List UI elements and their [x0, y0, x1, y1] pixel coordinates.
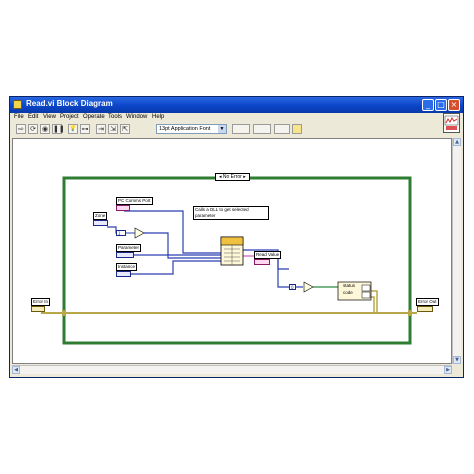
pc-comms-port-label: PC Comms Port [116, 197, 153, 205]
pause-icon[interactable]: ❚❚ [52, 124, 65, 134]
chevron-down-icon: ▼ [218, 125, 226, 133]
status-label: status [343, 283, 356, 288]
menu-edit[interactable]: Edit [28, 114, 39, 120]
zone-control[interactable] [93, 220, 108, 226]
constant-zero[interactable]: 0 [289, 284, 296, 290]
read-value-indicator[interactable] [254, 259, 270, 265]
menu-window[interactable]: Window [126, 114, 148, 120]
minimize-button[interactable]: _ [422, 99, 434, 111]
dll-comment: Calls a DLL to get selected parameter [193, 206, 269, 220]
abort-icon[interactable]: ◉ [40, 124, 50, 134]
menu-help[interactable]: Help [152, 114, 165, 120]
run-continuously-icon[interactable]: ⟳ [28, 124, 38, 134]
case-selector-next-icon[interactable]: ▸ [243, 174, 246, 180]
distribute-objects-icon[interactable] [253, 124, 271, 134]
font-select-value: 13pt Application Font [159, 126, 211, 132]
maximize-button[interactable]: □ [435, 99, 447, 111]
title-bar[interactable]: Read.vi Block Diagram _ □ × [10, 97, 463, 113]
read-value-label: Read Value [254, 251, 282, 259]
step-out-icon[interactable]: ⇱ [120, 124, 130, 134]
reorder-icon[interactable] [274, 124, 290, 134]
font-select[interactable]: 13pt Application Font ▼ [156, 124, 227, 134]
error-out-label: Error Out [416, 298, 439, 306]
vertical-scrollbar[interactable]: ▲ ▼ [452, 138, 461, 364]
parameter-label: Parameter [116, 244, 142, 252]
error-in-control[interactable] [31, 306, 45, 312]
case-selector-value: No Error [222, 174, 242, 180]
scroll-left-icon[interactable]: ◀ [12, 366, 20, 374]
run-arrow-icon[interactable]: ⇨ [16, 124, 26, 134]
case-selector-prev-icon[interactable]: ◂ [219, 174, 222, 180]
instance-control[interactable] [116, 271, 131, 277]
instance-label: Instance [116, 263, 138, 271]
code-label: code [343, 290, 353, 295]
menu-file[interactable]: File [14, 114, 24, 120]
close-button[interactable]: × [448, 99, 460, 111]
highlight-execution-icon[interactable]: 💡 [68, 124, 78, 134]
clean-up-diagram-icon[interactable] [292, 124, 302, 134]
vi-connector-icon[interactable] [443, 113, 460, 133]
scroll-right-icon[interactable]: ▶ [444, 366, 452, 374]
horizontal-scrollbar[interactable]: ◀ ▶ [12, 365, 452, 374]
toolbar: ⇨ ⟳ ◉ ❚❚ 💡 ⊶ ⇥ ⇲ ⇱ 13pt Application Font… [10, 113, 463, 136]
parameter-control[interactable] [116, 252, 134, 258]
error-out-indicator[interactable] [417, 306, 433, 312]
diagram-canvas[interactable]: ◂ No Error ▸ PC Comms Port Zone 1 Parame… [12, 138, 452, 364]
window-title: Read.vi Block Diagram [26, 99, 113, 108]
constant-one[interactable]: 1 [116, 230, 126, 236]
vi-icon [13, 100, 22, 109]
scroll-up-icon[interactable]: ▲ [453, 138, 461, 146]
scroll-down-icon[interactable]: ▼ [453, 356, 461, 364]
align-objects-icon[interactable] [232, 124, 250, 134]
pc-comms-port-control[interactable] [116, 205, 130, 211]
menu-operate[interactable]: Operate [83, 114, 105, 120]
retain-wire-values-icon[interactable]: ⊶ [80, 124, 90, 134]
error-in-label: Error In [31, 298, 51, 306]
menu-project[interactable]: Project [60, 114, 79, 120]
step-over-icon[interactable]: ⇲ [108, 124, 118, 134]
menu-bar: File Edit View Project Operate Tools Win… [10, 113, 463, 123]
step-into-icon[interactable]: ⇥ [96, 124, 106, 134]
menu-view[interactable]: View [43, 114, 56, 120]
block-diagram-window: Read.vi Block Diagram _ □ × File Edit Vi… [9, 96, 464, 378]
menu-tools[interactable]: Tools [108, 114, 123, 120]
case-selector-label[interactable]: ◂ No Error ▸ [215, 173, 250, 181]
zone-label: Zone [93, 212, 108, 220]
